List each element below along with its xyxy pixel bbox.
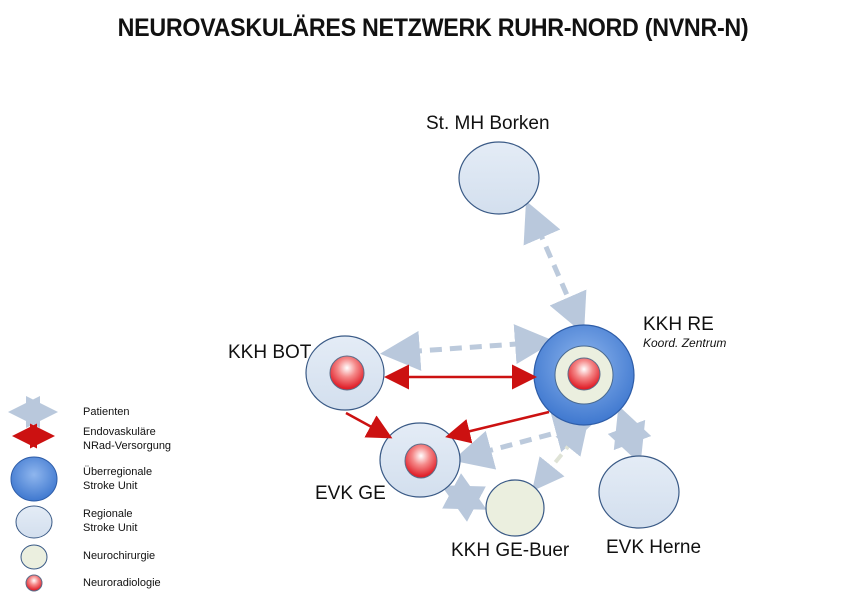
neurorad-bot — [329, 355, 365, 391]
node-evk-herne — [598, 455, 680, 529]
legend-ueber-2: Stroke Unit — [83, 480, 138, 492]
legend-neurochir: Neurochirurgie — [83, 550, 156, 562]
legend-endo-1: Endovaskuläre — [83, 426, 156, 438]
label-kkh-bot: KKH BOT — [228, 342, 312, 363]
patients-arrow-borken-re — [523, 200, 587, 335]
patients-arrow-evkge-re — [452, 413, 595, 470]
patients-arrow-bot-re — [380, 324, 555, 371]
label-kkh-re: KKH RE — [643, 314, 714, 335]
legend-neurochir-icon — [20, 544, 48, 570]
label-kkh-re-sub: Koord. Zentrum — [643, 336, 727, 350]
label-evk-ge: EVK GE — [315, 483, 386, 504]
legend-regional-2: Stroke Unit — [83, 522, 138, 534]
legend-ueber-icon — [10, 456, 58, 502]
legend-ueber-1: Überregionale — [83, 466, 153, 478]
patients-arrow-evkge-buer — [441, 473, 487, 522]
patients-arrow-buer-re — [531, 421, 589, 492]
label-borken: St. MH Borken — [426, 113, 550, 134]
neurorad-evkge — [404, 443, 438, 479]
legend-endo-2: NRad-Versorgung — [83, 440, 172, 452]
legend-neurorad: Neuroradiologie — [83, 577, 161, 589]
legend-patients: Patienten — [83, 406, 130, 418]
endo-arrow-re-evkge — [445, 410, 550, 444]
legend-regional-1: Regionale — [83, 508, 133, 520]
node-borken — [458, 141, 540, 215]
neurorad-re — [567, 357, 601, 391]
legend-neurorad-icon — [25, 574, 43, 592]
page-title: NEUROVASKULÄRES NETZWERK RUHR-NORD (NVNR… — [117, 14, 749, 42]
node-kkh-ge-buer — [485, 479, 545, 537]
patients-arrow-re-herne — [607, 405, 652, 465]
legend-regional-icon — [15, 505, 53, 539]
label-evk-herne: EVK Herne — [606, 537, 702, 558]
endo-arrow-bot-evkge — [345, 411, 393, 439]
legend-symbols — [8, 396, 58, 592]
label-kkh-ge-buer: KKH GE-Buer — [451, 540, 570, 561]
